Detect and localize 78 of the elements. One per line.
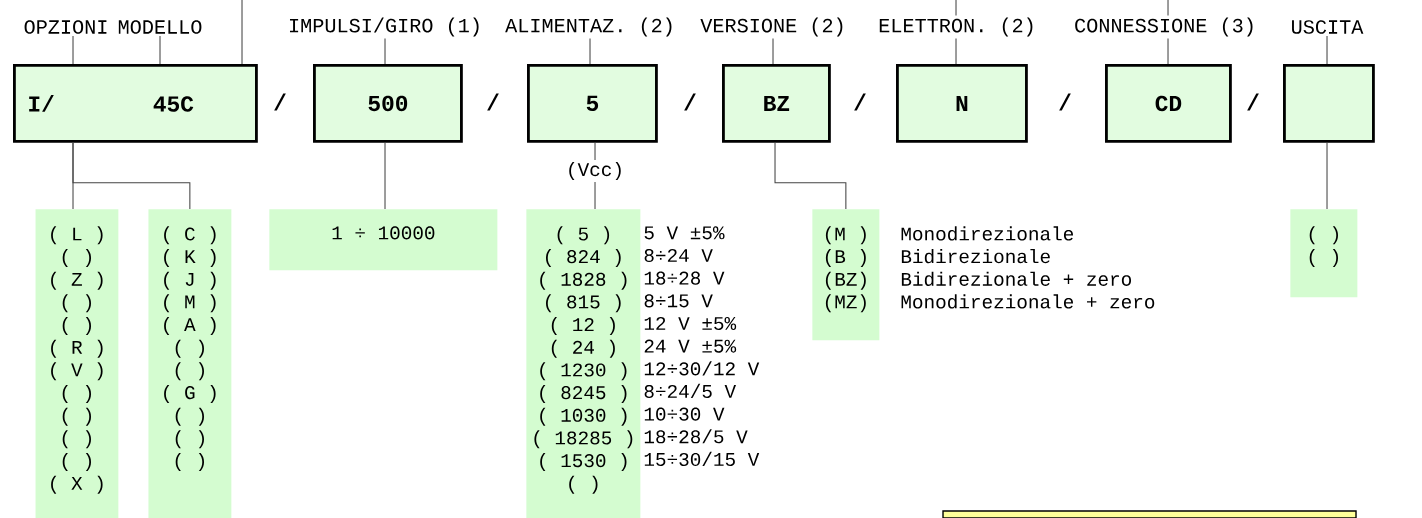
option-list: ( ) ( ) bbox=[1290, 209, 1358, 298]
connector-line bbox=[72, 35, 74, 65]
node-label: ( 1530 ) bbox=[540, 453, 627, 471]
connector-line bbox=[241, 0, 243, 65]
node-label: ( 815 ) bbox=[545, 294, 621, 313]
node-label: Monodirezionale bbox=[901, 226, 1074, 241]
option-list: (M ) (B ) (BZ) (MZ) bbox=[812, 209, 880, 341]
node-label: (MZ) bbox=[825, 294, 866, 313]
node-label: 10÷30 V bbox=[644, 407, 725, 421]
node-label: ( 12 ) bbox=[551, 317, 615, 336]
connector-line bbox=[955, 38, 957, 65]
code-box: CD bbox=[1105, 64, 1232, 143]
node-label: 5 V ±5% bbox=[644, 226, 725, 240]
code-box: 5 bbox=[527, 64, 658, 143]
connector-line bbox=[594, 181, 596, 210]
column-heading: ALIMENTAZ. (2) bbox=[505, 17, 672, 37]
separator: / bbox=[487, 93, 499, 111]
node-label: Monodirezionale + zero bbox=[901, 294, 1155, 309]
separator: / bbox=[684, 93, 696, 111]
node-label: ( 5 ) bbox=[557, 226, 610, 245]
node-label: 18÷28 V bbox=[644, 271, 725, 285]
code-box: N bbox=[896, 64, 1028, 143]
node-label: ( 1030 ) bbox=[540, 407, 627, 426]
connector-line bbox=[594, 142, 596, 161]
separator: / bbox=[274, 93, 286, 111]
node-label: Bidirezionale bbox=[901, 249, 1050, 264]
connector-line bbox=[384, 38, 386, 65]
connector-line bbox=[772, 38, 774, 65]
node-label: 8÷15 V bbox=[644, 294, 713, 308]
connector-line bbox=[1167, 38, 1169, 65]
connector-line bbox=[1167, 0, 1169, 16]
connector-line bbox=[1326, 35, 1328, 65]
separator: / bbox=[854, 93, 866, 111]
node-label: ( ) bbox=[569, 475, 598, 494]
node-label: 8÷24 V bbox=[644, 248, 713, 263]
node-label: ( 18285 ) bbox=[534, 430, 633, 449]
connector-line bbox=[159, 35, 161, 65]
option-list: 1 ÷ 10000 bbox=[269, 209, 498, 271]
connector-line bbox=[1326, 142, 1328, 210]
node-label: ( 24 ) bbox=[551, 339, 615, 358]
description-list: 5 V ±5% 8÷24 V 18÷28 V 8÷15 V 12 V ±5% 24 V ±5% 12÷30/12 V 8÷24/5 V 10÷30 V 18÷28/5 V 15÷30/15 V bbox=[644, 226, 760, 467]
node-label: 12÷30/12 V bbox=[644, 361, 760, 376]
option-list: ( 5 ) ( 824 ) ( 1828 ) ( 815 ) ( 12 ) ( 24 ) ( 1230 ) ( 8245 ) ( 1030 ) ( 18285 ) ( 1530 ) ( ) bbox=[526, 209, 641, 518]
node-label: (B ) bbox=[825, 249, 866, 268]
option-list: ( L ) ( ) ( Z ) ( ) ( ) ( R ) ( V ) ( ) ( ) ( ) ( ) ( X ) bbox=[35, 209, 119, 518]
node-label: (M ) bbox=[825, 226, 866, 245]
connector-line bbox=[384, 142, 386, 210]
separator: / bbox=[1059, 93, 1071, 111]
column-heading: IMPULSI/GIRO (1) bbox=[290, 17, 479, 37]
connector-line bbox=[72, 142, 191, 210]
column-heading: USCITA bbox=[1292, 20, 1364, 34]
description-list: Monodirezionale Bidirezionale Bidirezionale + zero Monodirezionale + zero bbox=[901, 226, 1155, 309]
node-label: 18÷28/5 V bbox=[644, 429, 748, 444]
node-label: ( 8245 ) bbox=[540, 385, 627, 404]
separator: / bbox=[1247, 93, 1259, 111]
node-label: (BZ) bbox=[825, 271, 866, 290]
connector-line bbox=[955, 0, 957, 16]
node-label: ( 824 ) bbox=[545, 249, 621, 268]
code-box: I/ 45C bbox=[13, 64, 258, 143]
connector-line bbox=[774, 142, 847, 210]
node-label: ( 1230 ) bbox=[540, 362, 627, 381]
node-label: 24 V ±5% bbox=[644, 339, 737, 353]
column-heading: MODELLO bbox=[118, 20, 202, 34]
empty-box bbox=[1283, 64, 1375, 143]
node-label: 8÷24/5 V bbox=[644, 383, 737, 399]
option-list: ( C ) ( K ) ( J ) ( M ) ( A ) ( ) ( ) ( G ) ( ) ( ) ( ) bbox=[148, 209, 232, 518]
code-box: BZ bbox=[722, 64, 831, 143]
node-label: Bidirezionale + zero bbox=[901, 271, 1132, 286]
node-label: ( 1828 ) bbox=[540, 271, 627, 290]
column-heading: VERSIONE (2) bbox=[700, 17, 843, 37]
connector-line bbox=[589, 38, 591, 65]
node-label: 12 V ±5% bbox=[644, 316, 737, 331]
node-label: 15÷30/15 V bbox=[644, 451, 760, 467]
column-heading: ELETTRON. (2) bbox=[879, 17, 1033, 37]
unit-label: (Vcc) bbox=[569, 162, 621, 180]
column-heading: OPZIONI bbox=[24, 20, 107, 34]
column-heading: CONNESSIONE (3) bbox=[1075, 17, 1253, 37]
code-box: 500 bbox=[313, 64, 463, 143]
